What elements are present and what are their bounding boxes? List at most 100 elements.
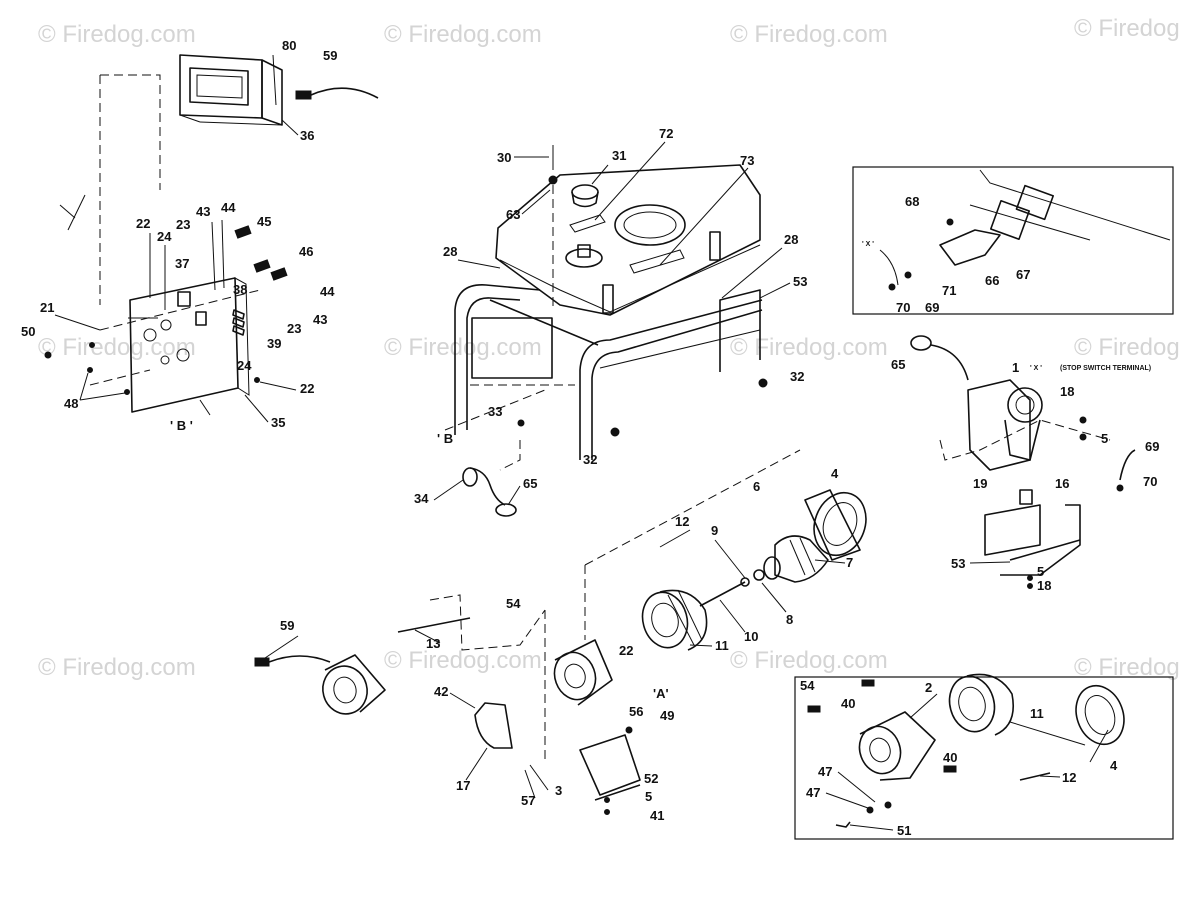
- callout-label: 70: [1143, 474, 1157, 489]
- callout-label: 34: [414, 491, 429, 506]
- callout-label: 40: [841, 696, 855, 711]
- callout-label: 8: [786, 612, 793, 627]
- callout-label: 17: [456, 778, 470, 793]
- alternate-housing: [1075, 684, 1125, 746]
- panel-hardware: [44, 219, 288, 395]
- callout-label: 32: [790, 369, 804, 384]
- rear-bearing-carrier: [553, 639, 613, 706]
- watermark: © Firedog.com: [38, 654, 196, 681]
- callout-label: 80: [282, 38, 296, 53]
- alternate-bearing-carrier: [858, 711, 936, 781]
- callout-label: 18: [1060, 384, 1074, 399]
- callout-label: 3: [555, 783, 562, 798]
- callout-label: 53: [951, 556, 965, 571]
- callout-label: 5: [1037, 564, 1044, 579]
- callout-label: 69: [925, 300, 939, 315]
- callout-label: ' B: [437, 431, 453, 446]
- long-bolt: [397, 617, 471, 633]
- callout-label: 31: [612, 148, 626, 163]
- watermark: © Firedog.com: [384, 21, 542, 48]
- engine-assembly: [910, 335, 1136, 492]
- rotor: [763, 535, 829, 583]
- callout-label: 23: [287, 321, 301, 336]
- stop-switch-assembly: [879, 169, 1171, 291]
- callout-label: 70: [896, 300, 910, 315]
- callout-label: 51: [897, 823, 911, 838]
- callout-label: 1: [1012, 360, 1019, 375]
- watermark: © Firedog.com: [730, 334, 888, 361]
- callout-label: 59: [280, 618, 294, 633]
- callout-label: 11: [715, 638, 729, 653]
- callout-label: 68: [905, 194, 919, 209]
- callout-label: 24: [157, 229, 172, 244]
- callout-label: 11: [1030, 706, 1044, 721]
- callout-label: 10: [744, 629, 758, 644]
- callout-label: 63: [506, 207, 520, 222]
- callout-label: 30: [497, 150, 511, 165]
- callout-label: 5: [645, 789, 652, 804]
- callout-label: 40: [943, 750, 957, 765]
- watermark: © Firedog.com: [384, 334, 542, 361]
- watermark: © Firedog.com: [384, 647, 542, 674]
- callout-label: 44: [320, 284, 335, 299]
- callout-label: 69: [1145, 439, 1159, 454]
- callout-label: 35: [271, 415, 285, 430]
- callout-label: 38: [233, 282, 247, 297]
- brush-cover: [474, 702, 513, 749]
- callout-label: 46: [299, 244, 313, 259]
- alternate-alternator-inset: [794, 676, 1174, 840]
- callout-label: 12: [675, 514, 689, 529]
- callout-label: 22: [619, 643, 633, 658]
- watermark: © Firedog.com: [1074, 334, 1180, 361]
- bracket-assembly: [984, 489, 1081, 589]
- callout-label: 41: [650, 808, 664, 823]
- callout-label: 22: [136, 216, 150, 231]
- callout-label: 72: [659, 126, 673, 141]
- callout-label: 12: [1062, 770, 1076, 785]
- callout-label: 28: [443, 244, 457, 259]
- callout-label: 71: [942, 283, 956, 298]
- callout-label: 2: [925, 680, 932, 695]
- stop-switch-inset: [852, 166, 1174, 315]
- callout-label: 28: [784, 232, 798, 247]
- callout-label: 7: [846, 555, 853, 570]
- callout-label: 65: [891, 357, 905, 372]
- callout-label: 73: [740, 153, 754, 168]
- callout-label: 54: [800, 678, 815, 693]
- callout-label: 43: [196, 204, 210, 219]
- base-bracket: [579, 726, 641, 815]
- frame: [454, 284, 763, 460]
- leader-lines: [54, 141, 1109, 831]
- tank-mount-hardware: [517, 145, 768, 437]
- callout-label: 33: [488, 404, 502, 419]
- callout-label: 32: [583, 452, 597, 467]
- callout-label: 43: [313, 312, 327, 327]
- callout-label: 21: [40, 300, 54, 315]
- callout-label: 47: [806, 785, 820, 800]
- callout-label: (STOP SWITCH TERMINAL): [1060, 365, 1151, 372]
- fuel-cap: [571, 184, 599, 208]
- callout-label: 'A': [653, 686, 669, 701]
- stator-housing: [804, 489, 867, 561]
- watermark: © Firedog.com: [730, 21, 888, 48]
- watermark: © Firedog.com: [1074, 15, 1180, 42]
- callout-label: 67: [1016, 267, 1030, 282]
- receptacle-box: [179, 54, 283, 126]
- stator-windings: [641, 589, 708, 651]
- callout-label: 13: [426, 636, 440, 651]
- outlet-assembly: [462, 467, 517, 517]
- callout-label: 39: [267, 336, 281, 351]
- callout-label: 66: [985, 273, 999, 288]
- callout-label: 49: [660, 708, 674, 723]
- callout-label: ' X ': [862, 241, 874, 248]
- callout-label: 36: [300, 128, 314, 143]
- callout-label: 52: [644, 771, 658, 786]
- watermark-group: © Firedog.com © Firedog.com © Firedog.co…: [38, 15, 1180, 681]
- watermark: © Firedog.com: [730, 647, 888, 674]
- callout-label: 53: [793, 274, 807, 289]
- callout-label: 4: [831, 466, 839, 481]
- callout-label: 59: [323, 48, 337, 63]
- alternate-stator: [948, 673, 1014, 736]
- wire-connector-59: [295, 87, 379, 100]
